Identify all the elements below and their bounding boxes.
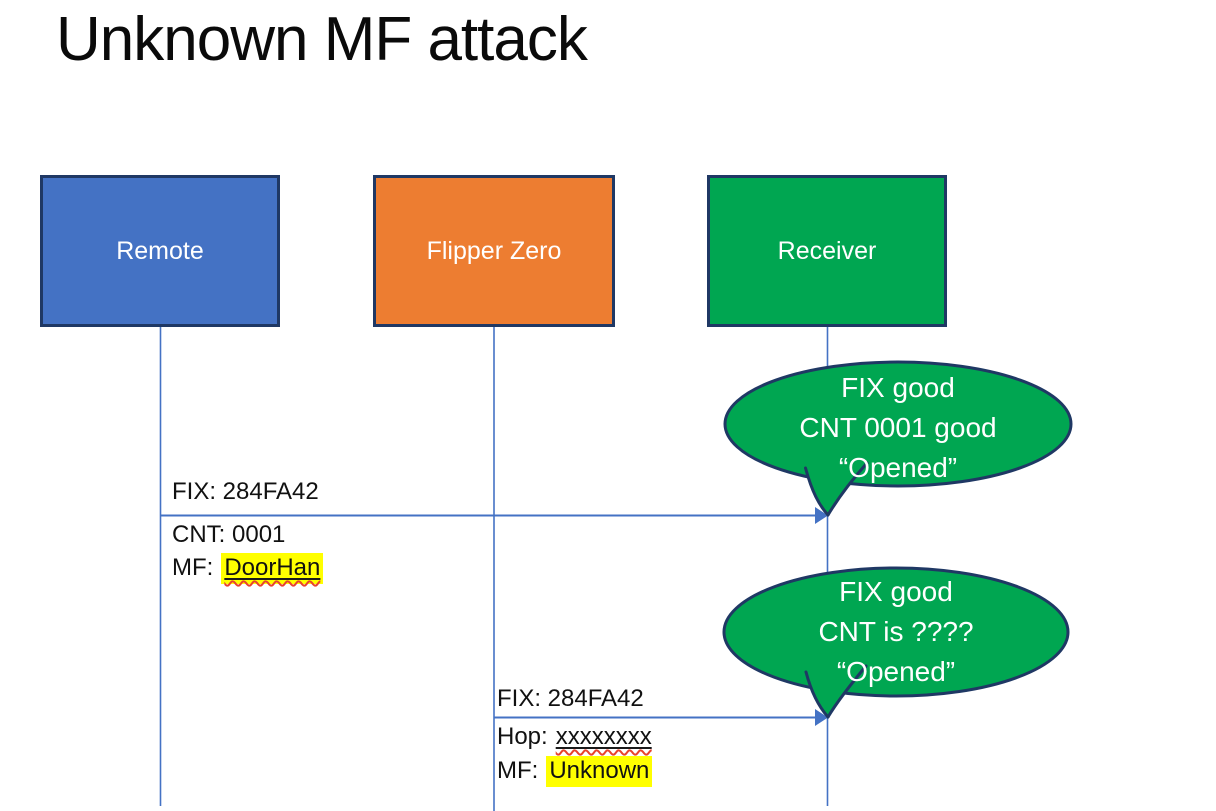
actor-box-receiver: Receiver xyxy=(707,175,947,327)
callout-bubble-2 xyxy=(722,566,1070,719)
callout2-line2: CNT is ???? xyxy=(818,616,974,647)
message1-label-mf: MF: DoorHan xyxy=(172,553,324,584)
callout1-line1: FIX good xyxy=(841,372,955,403)
slide-title: Unknown MF attack xyxy=(56,5,588,74)
message2-label-fix: FIX: 284FA42 xyxy=(497,685,644,712)
callout1-line3: “Opened” xyxy=(838,452,958,483)
message2-label-hop: Hop: xxxxxxxx xyxy=(497,723,652,751)
message2-hop-prefix: Hop: xyxy=(497,723,548,750)
callout1-text: FIX good CNT 0001 good “Opened” xyxy=(726,368,1070,488)
message2-mf-value-highlighted: Unknown xyxy=(546,756,653,787)
callout1-line2: CNT 0001 good xyxy=(799,412,997,443)
message1-mf-prefix: MF: xyxy=(172,554,214,581)
message2-mf-prefix: MF: xyxy=(497,757,539,784)
message-arrow-1-head xyxy=(815,507,828,524)
message2-label-mf: MF: Unknown xyxy=(497,756,653,787)
actor-label-flipper-zero: Flipper Zero xyxy=(426,236,562,265)
callout-bubble-1 xyxy=(723,360,1073,517)
actor-box-flipper-zero: Flipper Zero xyxy=(373,175,615,327)
callout2-text: FIX good CNT is ???? “Opened” xyxy=(724,572,1068,692)
callout2-line1: FIX good xyxy=(839,576,953,607)
actor-box-remote: Remote xyxy=(40,175,280,327)
message1-mf-value-highlighted: DoorHan xyxy=(221,553,324,584)
message-arrow-2-head xyxy=(815,709,828,726)
message1-label-cnt: CNT: 0001 xyxy=(172,521,286,548)
message1-label-fix: FIX: 284FA42 xyxy=(172,478,319,505)
actor-label-receiver: Receiver xyxy=(777,236,877,265)
message2-hop-value: xxxxxxxx xyxy=(555,723,652,750)
callout2-line3: “Opened” xyxy=(836,656,956,687)
actor-label-remote: Remote xyxy=(116,236,204,265)
